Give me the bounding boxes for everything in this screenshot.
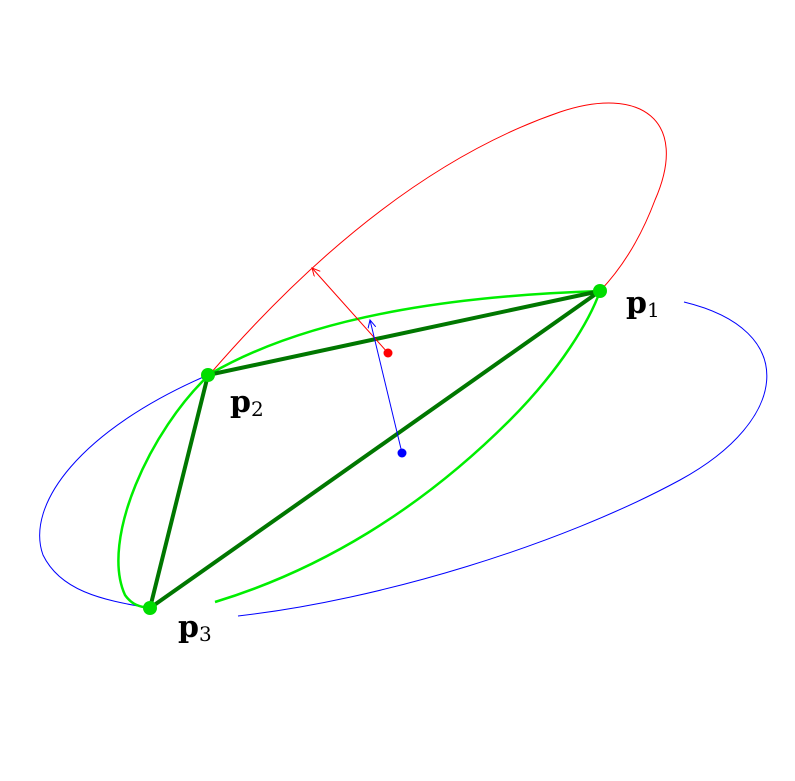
triangle (148, 289, 602, 610)
vertex-p1 (593, 284, 607, 298)
vertex-p2 (201, 368, 215, 382)
red-normal-arrow (312, 268, 389, 354)
red-ellipse (209, 102, 667, 375)
blue-normal-arrow (370, 320, 403, 454)
label-p3: p3 (178, 610, 212, 646)
red-center-point (383, 348, 393, 358)
blue-center-point (397, 448, 407, 458)
label-p1: p1 (626, 286, 660, 322)
label-p2: p2 (230, 385, 264, 421)
blue-ellipse (39, 301, 768, 617)
green-ellipse (117, 289, 602, 610)
vertex-p3 (143, 601, 157, 615)
